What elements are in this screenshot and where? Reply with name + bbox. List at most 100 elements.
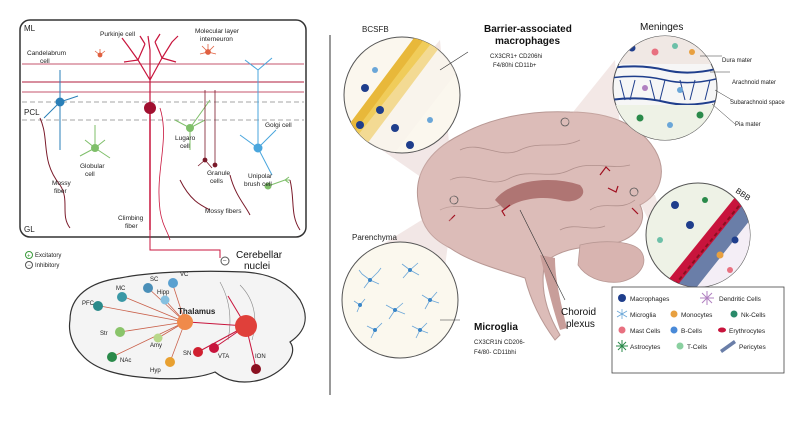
- parenchyma-zoom: Parenchyma: [341, 233, 459, 359]
- excitatory-label: Excitatory: [35, 253, 61, 259]
- golgi-label: Golgi cell: [265, 122, 292, 129]
- purkinje-label: Purkinje cell: [100, 31, 136, 38]
- unipolar-label-2: brush cell: [244, 181, 272, 188]
- mast-cells-icon: [618, 326, 626, 334]
- climbing-label-1: Climbing: [118, 215, 144, 222]
- legend-b-cells: B-Cells: [681, 328, 703, 335]
- granule-cells: [197, 90, 218, 169]
- dendritic-cells-icon: [700, 291, 714, 305]
- macrophages-icon: [618, 294, 626, 302]
- bbb-zoom: BBB: [645, 182, 752, 288]
- legend-macrophages: Macrophages: [630, 296, 670, 303]
- astrocytes-icon: [616, 340, 628, 352]
- region-vc-label: VC: [180, 272, 189, 278]
- lugaro-cell: [174, 99, 211, 150]
- globular-label-1: Globular: [80, 163, 105, 170]
- lugaro-label-2: cell: [180, 143, 190, 150]
- pia-mater-label: Pia mater: [735, 122, 761, 128]
- layer-ml: ML: [24, 24, 36, 33]
- legend-astrocytes: Astrocytes: [630, 344, 661, 351]
- t-cells-icon: [676, 342, 684, 350]
- pericytes-icon: [720, 340, 736, 353]
- mossy-fibers-right: [179, 174, 301, 231]
- region-str-label: Str: [100, 331, 108, 337]
- region-hyp-label: Hyp: [150, 368, 161, 374]
- globular-cell: [79, 125, 111, 159]
- golgi-cell: [239, 57, 277, 176]
- nuclei-label-1: Cerebellar: [236, 250, 283, 261]
- region-hipp-label: Hipp: [157, 290, 170, 296]
- region-sn: [193, 347, 203, 357]
- globular-label-2: cell: [85, 171, 95, 178]
- human-cerebellum: [577, 241, 645, 283]
- mossy-fiber-left: [39, 117, 71, 229]
- region-mc-label: MC: [116, 286, 126, 292]
- microglia-title: Microglia: [474, 322, 518, 333]
- mossy-fiber-label-1: Mossy: [52, 180, 72, 187]
- dura-mater-label: Dura mater: [722, 58, 752, 64]
- legend-dendritic: Dendritic Cells: [719, 296, 762, 303]
- legend-mast: Mast Cells: [630, 328, 661, 335]
- cerebellum-panel: ML PCL GL Purkinje cell Molecular layer …: [19, 19, 307, 258]
- cerebellum-frame: [19, 19, 307, 238]
- legend-microglia: Microglia: [630, 312, 656, 319]
- molecular-interneuron-label-1: Molecular layer: [195, 28, 240, 35]
- region-thalamus-label: Thalamus: [178, 307, 216, 316]
- arachnoid-mater-label: Arachnoid mater: [732, 80, 776, 86]
- region-amy: [153, 333, 163, 343]
- inhibitory-label: Inhibitory: [35, 263, 59, 269]
- erythrocytes-icon: [718, 327, 726, 333]
- region-pfc-label: PFC: [82, 301, 95, 307]
- excitatory-icon: [25, 251, 33, 259]
- bam-title-2: macrophages: [495, 36, 560, 47]
- purkinje-output-line: [149, 230, 221, 258]
- microglia-markers-1: CX3CR1hi CD206-: [474, 340, 525, 346]
- region-str: [115, 327, 125, 337]
- cell-type-legend: Macrophages Dendritic Cells Microglia Mo…: [611, 286, 785, 374]
- climbing-label-2: fiber: [125, 223, 138, 230]
- region-pfc: [93, 301, 103, 311]
- subarachnoid-label: Subarachnoid space: [730, 100, 785, 106]
- synapse-legend: + Excitatory − Inhibitory: [25, 251, 61, 269]
- mossy-fibers-label: Mossy fibers: [205, 208, 242, 215]
- bam-title-1: Barrier-associated: [484, 24, 572, 35]
- layer-gl: GL: [24, 225, 35, 234]
- bam-markers-2: F4/80hi CD11b+: [493, 63, 537, 69]
- inhibitory-icon: [25, 261, 33, 269]
- granule-label-1: Granule: [207, 170, 231, 177]
- region-nac: [107, 352, 117, 362]
- svg-text:−: −: [27, 263, 31, 269]
- meninges-label: Meninges: [640, 22, 683, 33]
- legend-monocytes: Monocytes: [681, 312, 713, 319]
- region-ion-label: ION: [255, 354, 266, 360]
- region-vc: [168, 278, 178, 288]
- purkinje-cell: [121, 33, 179, 230]
- region-thalamus: [177, 314, 193, 330]
- candelabrum-cell: [43, 70, 79, 150]
- parenchyma-label: Parenchyma: [352, 233, 397, 242]
- nuclei-label-2: nuclei: [244, 261, 270, 272]
- legend-erythrocytes: Erythrocytes: [729, 328, 766, 335]
- legend-pericytes: Pericytes: [739, 344, 766, 351]
- unipolar-label-1: Unipolar: [248, 173, 273, 180]
- bcsfb-label: BCSFB: [362, 25, 389, 34]
- choroid-label-1: Choroid: [561, 307, 596, 318]
- region-ion: [251, 364, 261, 374]
- region-sn-label: SN: [183, 351, 191, 357]
- svg-text:−: −: [223, 258, 227, 265]
- lugaro-label-1: Lugaro: [175, 135, 196, 142]
- region-sc-label: SC: [150, 277, 159, 283]
- legend-nk: Nk-Cells: [741, 312, 766, 319]
- region-vta: [209, 343, 219, 353]
- region-amy-label: Amy: [150, 343, 162, 349]
- microglia-markers-2: F4/80- CD11bhi: [474, 350, 516, 356]
- candelabrum-label-1: Candelabrum: [27, 50, 66, 57]
- svg-text:+: +: [27, 254, 31, 260]
- mouse-brain-diagram: PFC MC SC VC Hipp Thalamus Str Amy NAc H…: [68, 270, 306, 383]
- layer-pcl: PCL: [24, 108, 40, 117]
- nuclei-inhibitory-icon: [220, 256, 230, 266]
- mossy-fiber-label-2: fiber: [54, 188, 67, 195]
- b-cells-icon: [670, 326, 678, 334]
- region-mc: [117, 292, 127, 302]
- unipolar-brush-cell: [264, 176, 290, 190]
